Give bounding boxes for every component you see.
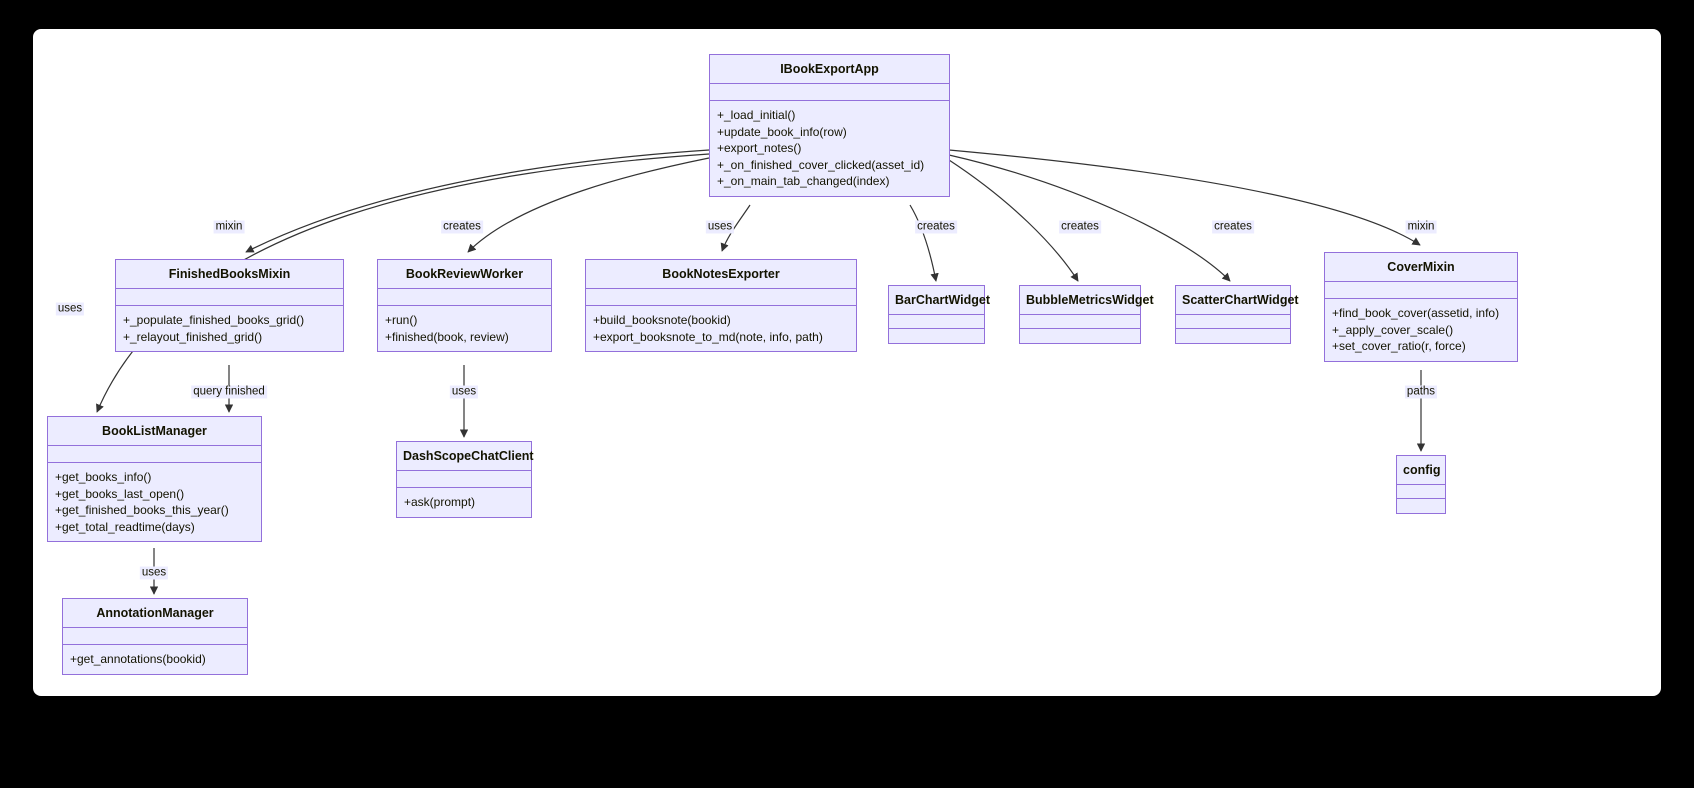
class-method: +get_books_info() — [55, 470, 152, 484]
class-method: +get_total_readtime(days) — [55, 519, 195, 534]
class-title: BarChartWidget — [889, 286, 990, 315]
class-ibookexportapp[interactable]: IBookExportApp +_load_initial() +update_… — [709, 54, 950, 197]
class-bubblemetricswidget[interactable]: BubbleMetricsWidget — [1019, 285, 1154, 344]
class-methods: +find_book_cover(assetid, info) +_apply_… — [1325, 299, 1517, 361]
class-method: +_apply_cover_scale() — [1332, 322, 1454, 337]
class-title: config — [1397, 456, 1445, 485]
edge-label-uses-booknotesexporter: uses — [705, 220, 735, 234]
class-method: +run() — [385, 313, 418, 327]
class-booknotesexporter[interactable]: BookNotesExporter +build_booksnote(booki… — [585, 259, 857, 352]
class-barchartwidget[interactable]: BarChartWidget — [888, 285, 990, 344]
class-method: +build_booksnote(bookid) — [593, 313, 731, 327]
class-attributes — [889, 315, 984, 329]
class-title: FinishedBooksMixin — [116, 260, 343, 289]
class-method: +ask(prompt) — [404, 495, 476, 509]
class-title: BookReviewWorker — [378, 260, 551, 289]
class-method: +finished(book, review) — [385, 329, 509, 344]
class-method: +get_finished_books_this_year() — [55, 503, 229, 517]
class-methods — [1176, 329, 1290, 343]
edge-label-uses-dashscopechatclient: uses — [449, 385, 479, 399]
class-bookreviewworker[interactable]: BookReviewWorker +run() +finished(book, … — [377, 259, 552, 352]
class-method: +get_books_last_open() — [55, 486, 185, 501]
class-title: IBookExportApp — [710, 55, 949, 84]
class-attributes — [710, 84, 949, 101]
class-attributes — [63, 628, 247, 645]
class-title: BookNotesExporter — [586, 260, 856, 289]
edge-label-creates-barchartwidget: creates — [915, 220, 957, 234]
class-methods: +get_annotations(bookid) — [63, 645, 247, 674]
class-annotationmanager[interactable]: AnnotationManager +get_annotations(booki… — [62, 598, 248, 675]
class-method: +set_cover_ratio(r, force) — [1332, 339, 1466, 353]
class-methods — [1397, 499, 1445, 513]
edge-label-creates-scatterchartwidget: creates — [1212, 220, 1254, 234]
class-method: +get_annotations(bookid) — [70, 652, 206, 666]
class-attributes — [116, 289, 343, 306]
class-config[interactable]: config — [1396, 455, 1446, 514]
edge-label-mixin-finishedbooksmixin: mixin — [213, 220, 245, 234]
class-title: CoverMixin — [1325, 253, 1517, 282]
class-scatterchartwidget[interactable]: ScatterChartWidget — [1175, 285, 1299, 344]
class-method: +_relayout_finished_grid() — [123, 329, 263, 344]
class-attributes — [1176, 315, 1290, 329]
class-method: +_load_initial() — [717, 108, 796, 122]
class-attributes — [1397, 485, 1445, 499]
class-method: +_populate_finished_books_grid() — [123, 313, 305, 327]
class-methods: +get_books_info() +get_books_last_open()… — [48, 463, 261, 541]
edge-label-query-finished: query finished — [191, 385, 267, 399]
class-method: +find_book_cover(assetid, info) — [1332, 306, 1500, 320]
class-dashscopechatclient[interactable]: DashScopeChatClient +ask(prompt) — [396, 441, 534, 518]
edge-label-creates-bubblemetricswidget: creates — [1059, 220, 1101, 234]
class-method: +_on_finished_cover_clicked(asset_id) — [717, 157, 925, 172]
class-method: +_on_main_tab_changed(index) — [717, 174, 890, 188]
class-title: DashScopeChatClient — [397, 442, 534, 471]
class-method: +export_booksnote_to_md(note, info, path… — [593, 329, 823, 344]
class-methods: +build_booksnote(bookid) +export_booksno… — [586, 306, 856, 351]
class-attributes — [1020, 315, 1140, 329]
class-methods — [889, 329, 984, 343]
class-attributes — [1325, 282, 1517, 299]
class-method: +export_notes() — [717, 141, 802, 155]
class-finishedbooksmixin[interactable]: FinishedBooksMixin +_populate_finished_b… — [115, 259, 344, 352]
class-method: +update_book_info(row) — [717, 124, 847, 139]
edge-label-mixin-covermixin: mixin — [1405, 220, 1437, 234]
edge-label-creates-bookreviewworker: creates — [441, 220, 483, 234]
class-attributes — [586, 289, 856, 306]
class-booklistmanager[interactable]: BookListManager +get_books_info() +get_b… — [47, 416, 262, 542]
edge-label-uses-annotationmanager: uses — [139, 566, 169, 580]
class-methods: +_populate_finished_books_grid() +_relay… — [116, 306, 343, 351]
edge-label-paths-config: paths — [1404, 385, 1438, 399]
class-covermixin[interactable]: CoverMixin +find_book_cover(assetid, inf… — [1324, 252, 1518, 362]
class-title: ScatterChartWidget — [1176, 286, 1299, 315]
class-attributes — [48, 446, 261, 463]
class-attributes — [378, 289, 551, 306]
class-methods: +_load_initial() +update_book_info(row) … — [710, 101, 949, 196]
class-methods: +ask(prompt) — [397, 488, 531, 517]
edge-label-uses-booklistmanager: uses — [55, 302, 85, 316]
class-attributes — [397, 471, 531, 488]
class-methods — [1020, 329, 1140, 343]
class-title: BubbleMetricsWidget — [1020, 286, 1154, 315]
class-methods: +run() +finished(book, review) — [378, 306, 551, 351]
class-title: BookListManager — [48, 417, 261, 446]
class-title: AnnotationManager — [63, 599, 247, 628]
